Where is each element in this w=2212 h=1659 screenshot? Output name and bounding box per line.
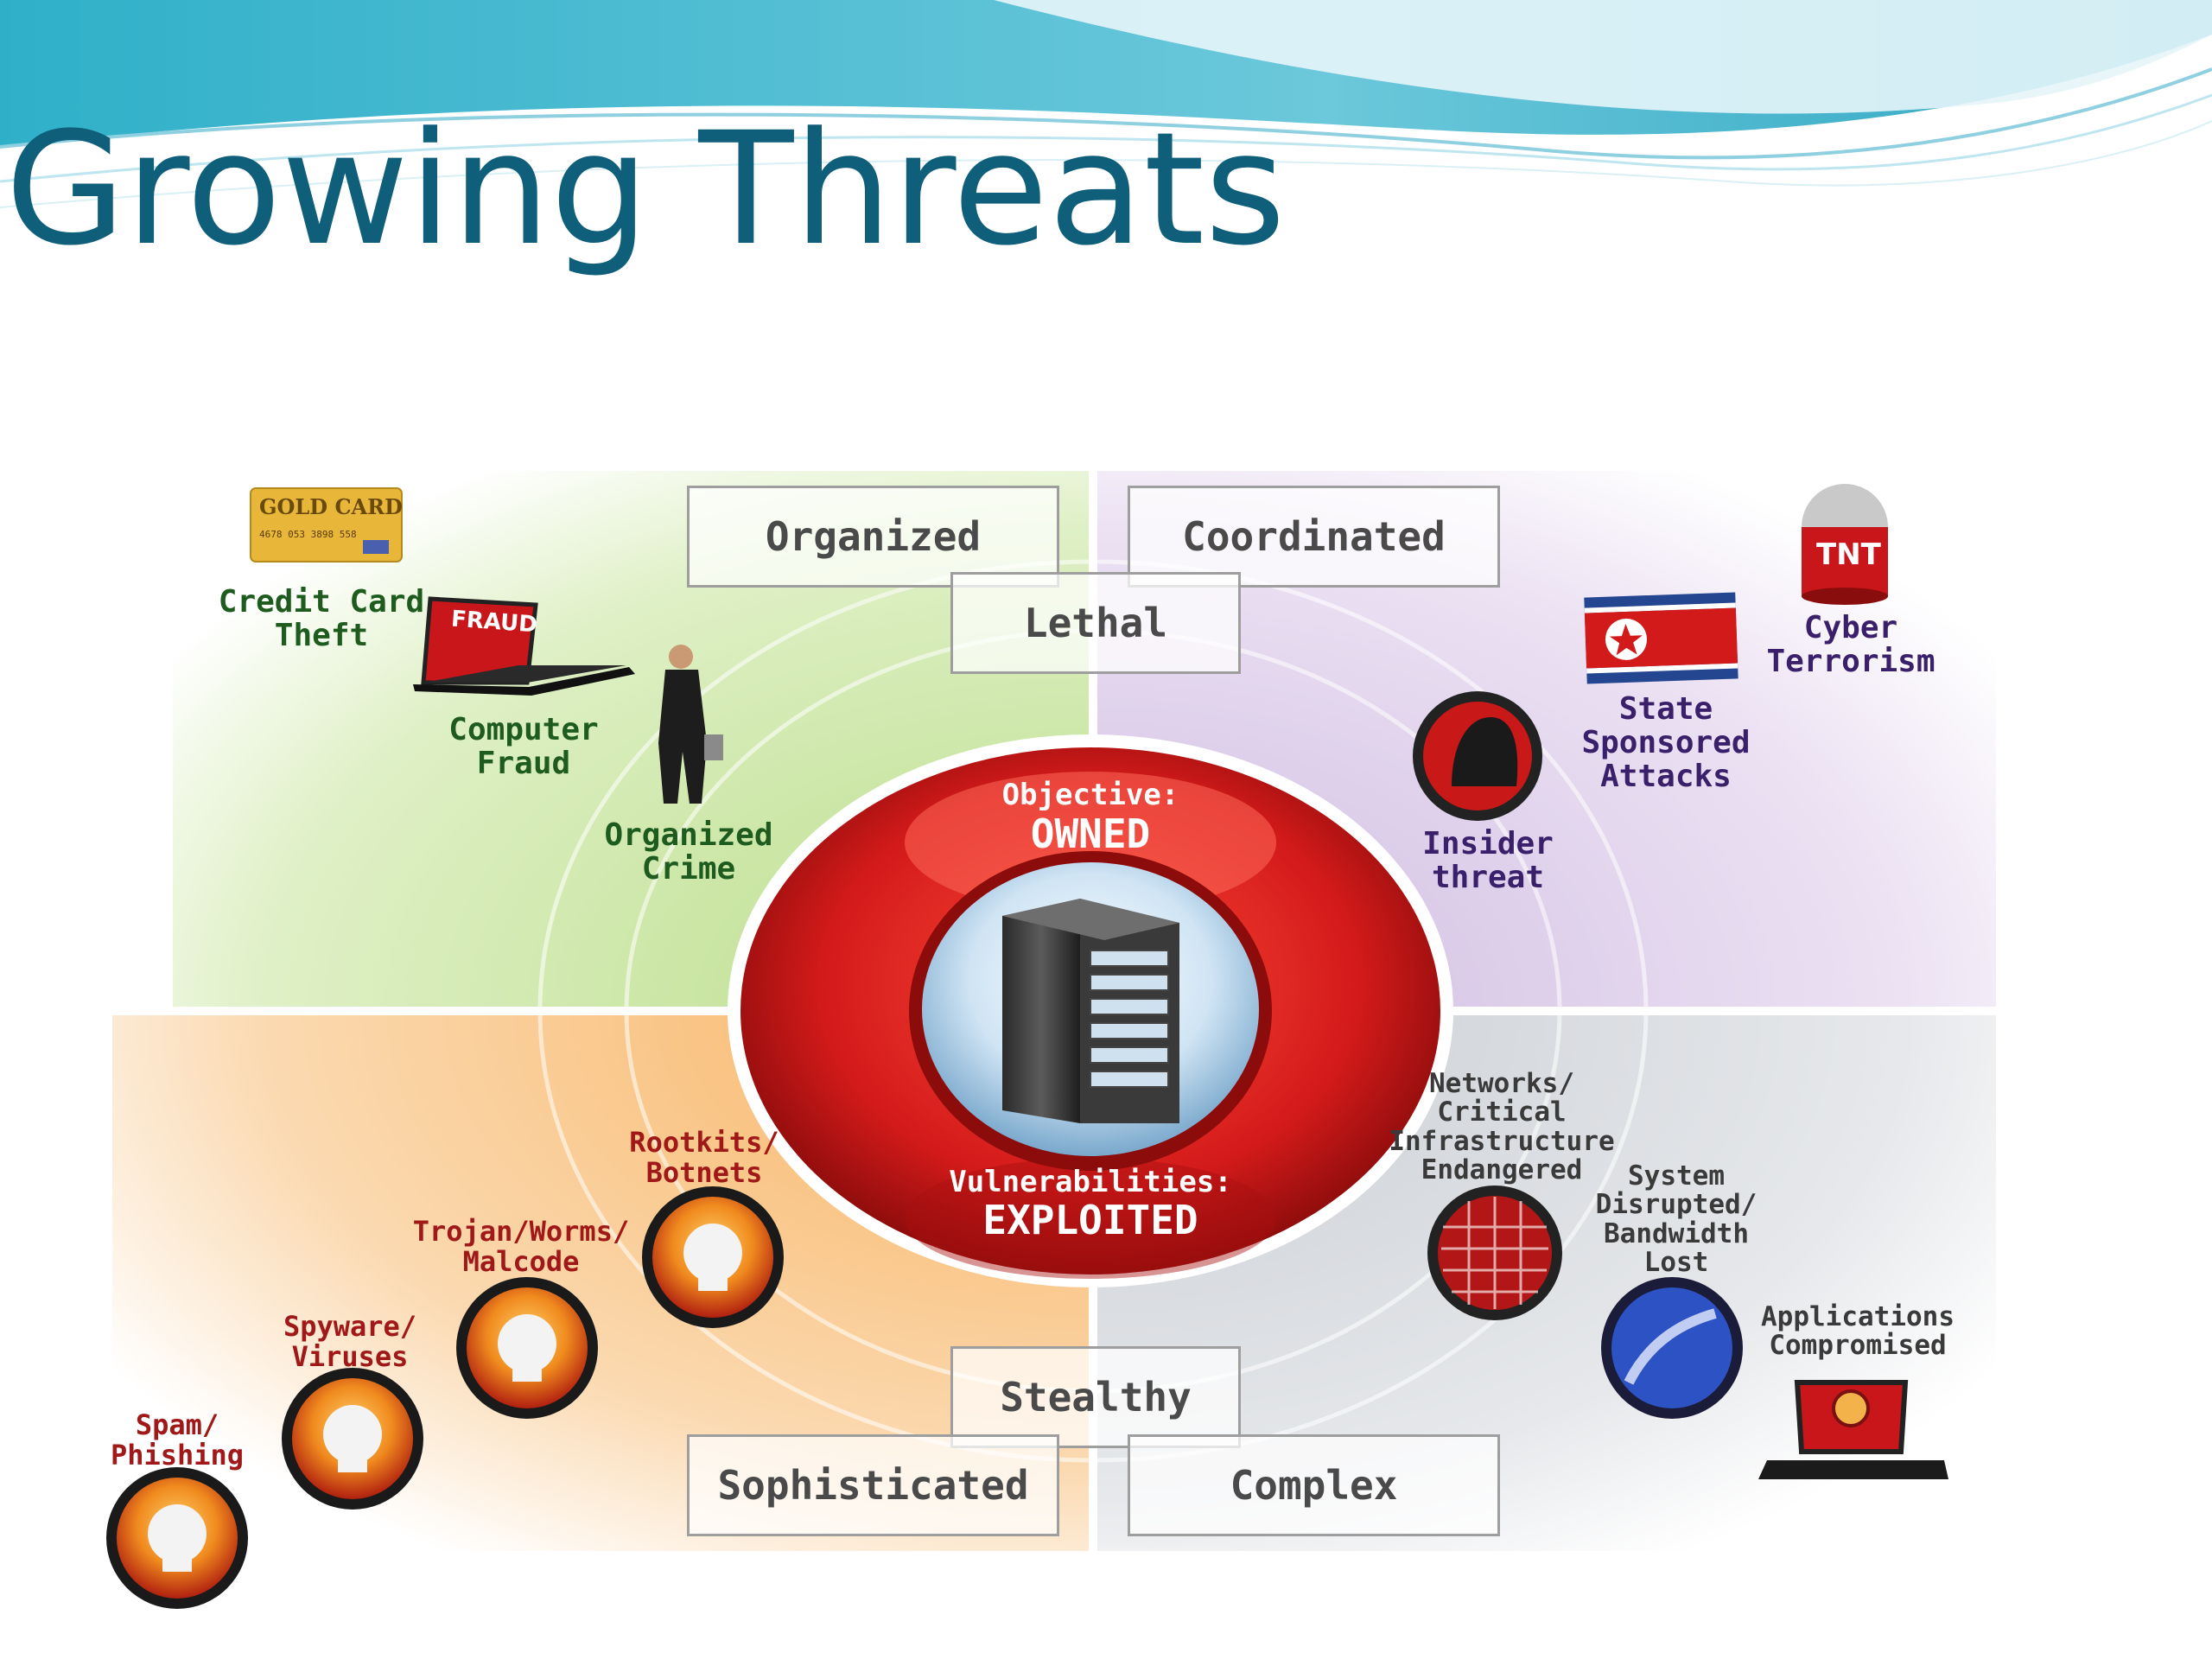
label-system-disrupted: System Disrupted/ Bandwidth Lost (1595, 1160, 1758, 1279)
label-state-sponsored-attacks: State Sponsored Attacks (1581, 691, 1751, 794)
vulnerabilities-label: Vulnerabilities: (949, 1165, 1232, 1199)
label-computer-fraud: Computer Fraud (448, 712, 599, 781)
label-insider-threat: Insider threat (1422, 826, 1554, 895)
objective-label: Objective: (1001, 778, 1179, 812)
label-credit-card-theft: Credit Card Theft (218, 584, 425, 653)
label-cyber-terrorism: Cyber Terrorism (1766, 610, 1936, 679)
header-wave-decoration (0, 0, 2212, 208)
tnt-text: TNT (1816, 537, 1881, 572)
category-complex: Complex (1128, 1434, 1500, 1536)
label-rootkits-botnets: Rootkits/ Botnets (629, 1126, 779, 1189)
label-spyware-viruses: Spyware/ Viruses (283, 1310, 417, 1373)
gold-card-number: 4678 053 3898 558 (259, 529, 357, 540)
gold-card-text: GOLD CARD (259, 494, 403, 519)
category-organized: Organized (687, 486, 1059, 588)
category-lethal: Lethal (950, 572, 1241, 674)
label-trojan-worms-malcode: Trojan/Worms/ Malcode (412, 1215, 630, 1278)
label-organized-crime: Organized Crime (604, 817, 773, 887)
objective-value: OWNED (1030, 810, 1151, 857)
category-stealthy: Stealthy (950, 1346, 1241, 1448)
vulnerabilities-value: EXPLOITED (982, 1197, 1198, 1243)
slide-title: Growing Threats (5, 99, 1286, 280)
category-sophisticated: Sophisticated (687, 1434, 1059, 1536)
label-spam-phishing: Spam/ Phishing (110, 1408, 245, 1471)
label-applications-compromised: Applications Compromised (1761, 1301, 1955, 1362)
category-coordinated: Coordinated (1128, 486, 1500, 588)
label-networks-infrastructure: Networks/ Critical Infrastructure Endang… (1389, 1068, 1615, 1186)
